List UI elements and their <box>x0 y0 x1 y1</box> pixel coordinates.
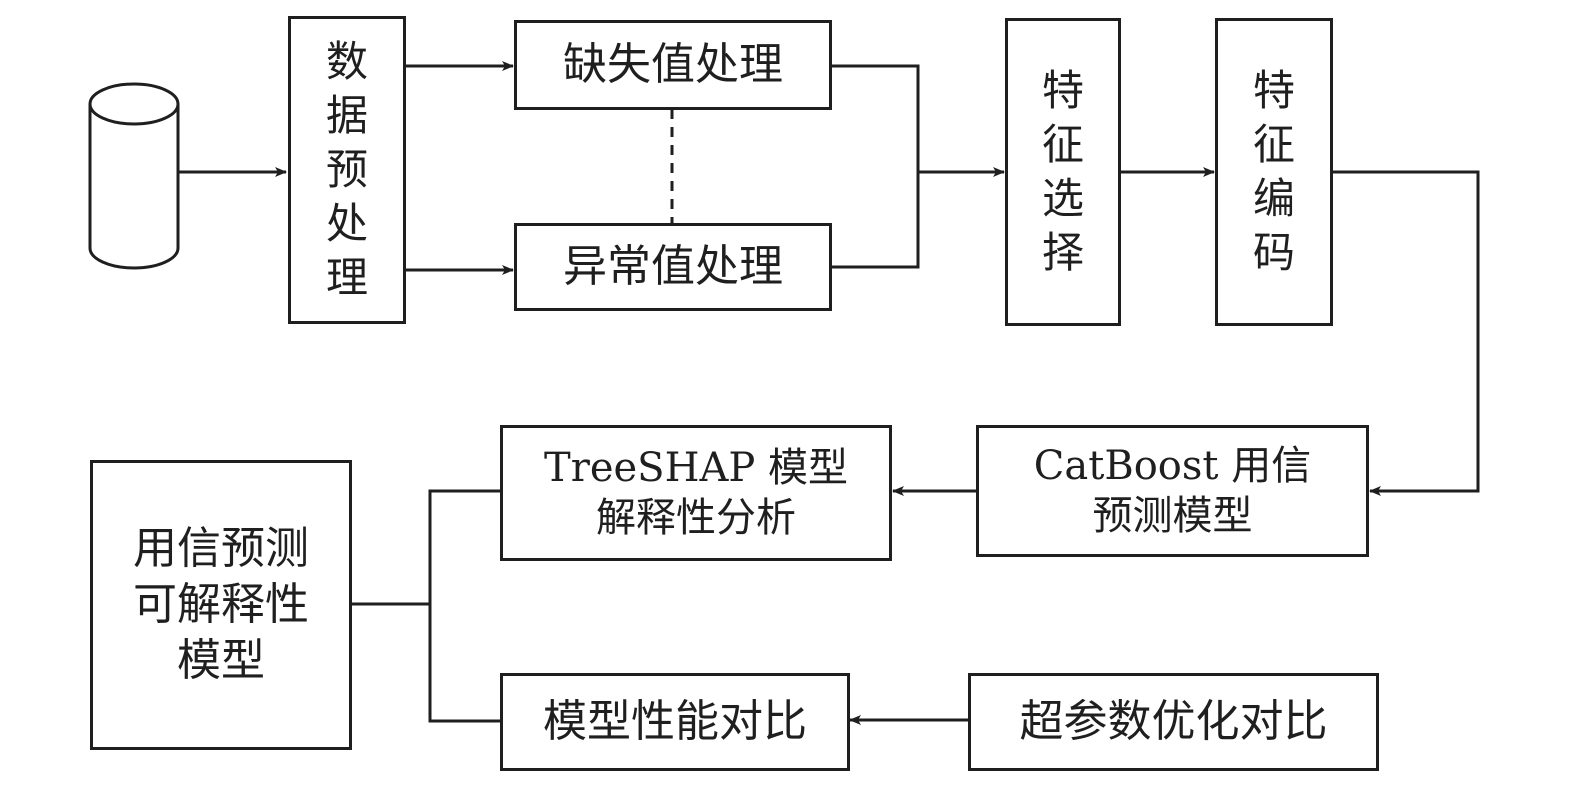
outlier-box: 异常值处理 <box>514 223 832 311</box>
treeshap-box: TreeSHAP 模型 解释性分析 <box>500 425 892 561</box>
result-label-line3: 模型 <box>177 635 265 686</box>
hyperparam-compare-box: 超参数优化对比 <box>968 673 1379 771</box>
result-label-line2: 可解释性 <box>133 579 309 630</box>
catboost-label-line2: 预测模型 <box>1092 493 1253 539</box>
feature-selection-label: 特征选择 <box>1042 66 1085 277</box>
merge-line <box>831 64 920 269</box>
performance-compare-label: 模型性能对比 <box>543 696 807 747</box>
interpretable-model-box: 用信预测 可解释性 模型 <box>90 460 352 750</box>
catboost-model-box: CatBoost 用信 预测模型 <box>976 425 1369 557</box>
hyperparam-compare-label: 超参数优化对比 <box>1019 696 1328 747</box>
preprocess-box: 数据预处理 <box>288 16 406 324</box>
preprocess-label: 数据预处理 <box>326 37 369 302</box>
missing-value-box: 缺失值处理 <box>514 20 832 110</box>
performance-compare-box: 模型性能对比 <box>500 673 850 771</box>
feature-encoding-label: 特征编码 <box>1253 66 1296 277</box>
missing-value-label: 缺失值处理 <box>563 39 783 90</box>
outlier-label: 异常值处理 <box>563 241 783 292</box>
bracket-line <box>428 489 500 723</box>
result-label-line1: 用信预测 <box>133 523 309 574</box>
database-icon <box>88 82 180 270</box>
feature-encoding-box: 特征编码 <box>1215 18 1333 326</box>
treeshap-label-line1: TreeSHAP 模型 <box>544 445 848 491</box>
arrow-encode-to-catboost <box>1332 170 1480 496</box>
catboost-label-line1: CatBoost 用信 <box>1033 443 1312 489</box>
feature-selection-box: 特征选择 <box>1005 18 1121 326</box>
treeshap-label-line2: 解释性分析 <box>596 495 796 541</box>
